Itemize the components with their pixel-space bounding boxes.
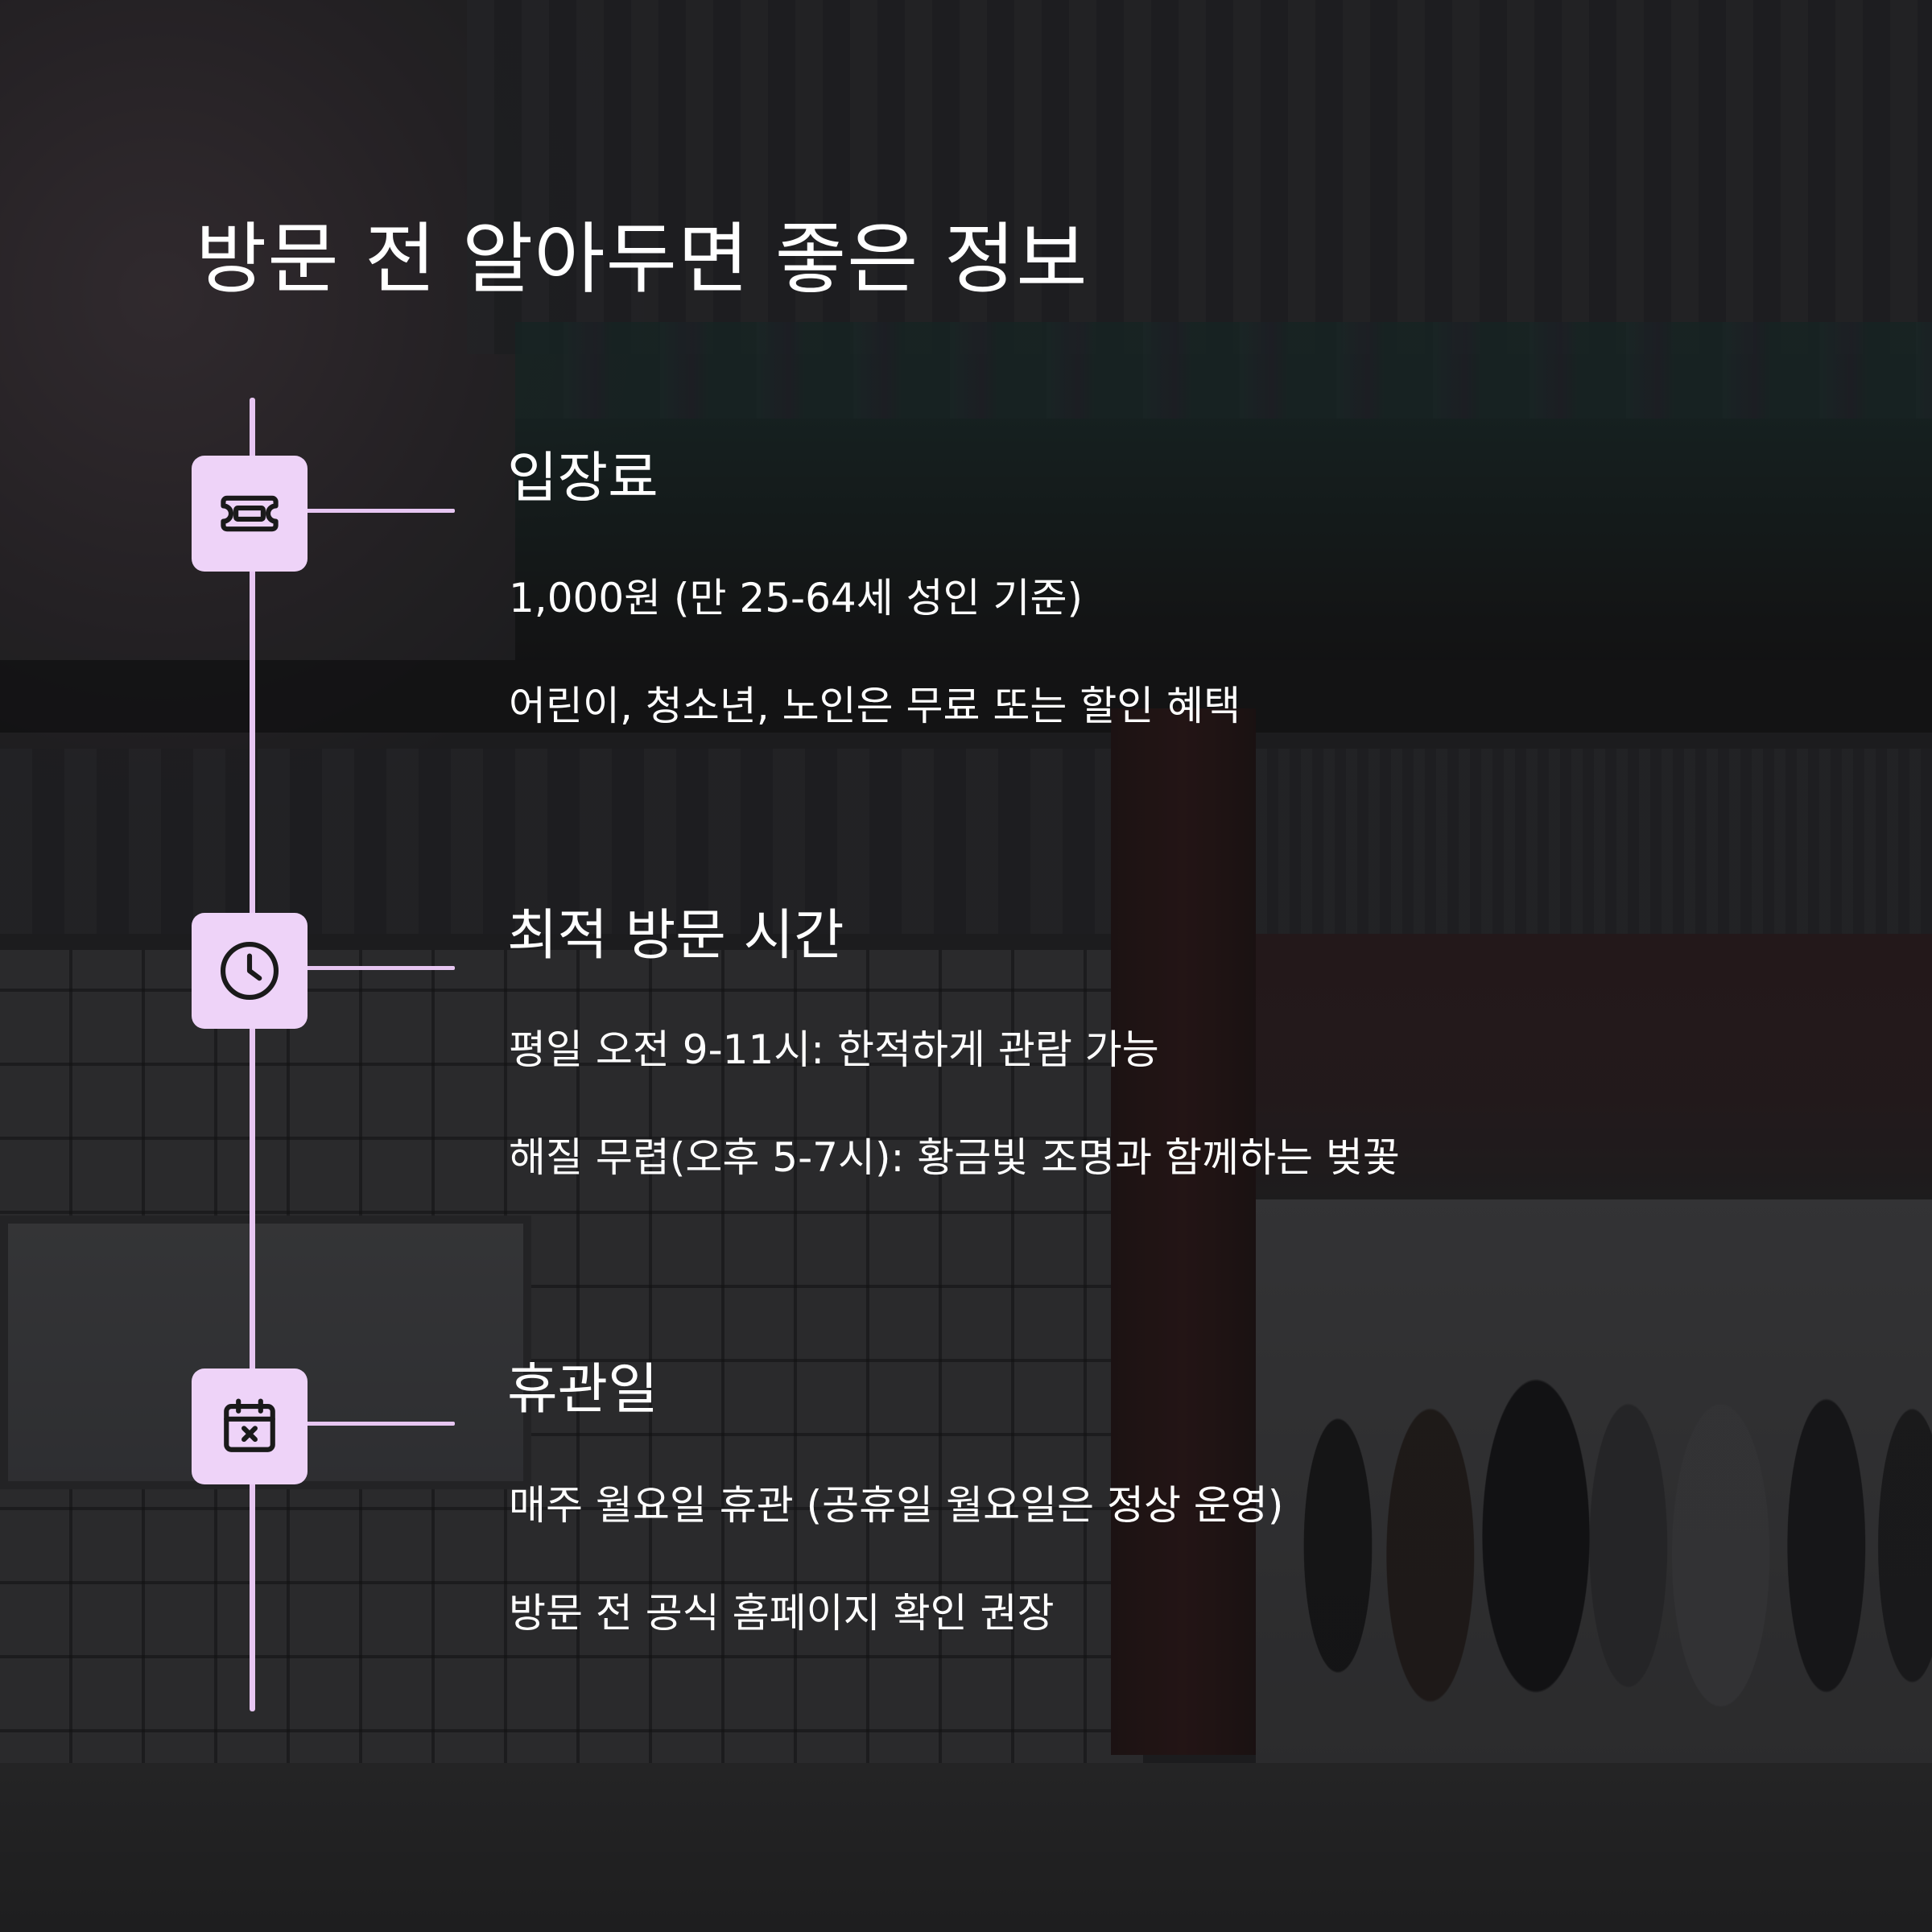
closed-days-detail-line: 방문 전 공식 홈페이지 확인 권장 <box>509 1590 1055 1637</box>
timeline-line <box>250 398 255 1711</box>
clock-icon <box>220 941 279 1001</box>
admission-detail-line: 1,000원 (만 25-64세 성인 기준) <box>509 575 1084 621</box>
ticket-icon <box>221 495 279 532</box>
timeline-connector <box>306 509 455 513</box>
clock-icon-tile <box>192 913 308 1029</box>
best-time-detail-line: 해질 무렵(오후 5-7시): 황금빛 조명과 함께하는 벚꽃 <box>509 1134 1400 1181</box>
calendar-x-icon <box>224 1398 275 1452</box>
section-heading-admission: 입장료 <box>507 447 658 510</box>
admission-detail-line: 어린이, 청소년, 노인은 무료 또는 할인 혜택 <box>509 683 1241 729</box>
best-time-detail-line: 평일 오전 9-11시: 한적하게 관람 가능 <box>509 1026 1159 1073</box>
timeline-connector <box>306 966 455 970</box>
closed-days-detail-line: 매주 월요일 휴관 (공휴일 월요일은 정상 운영) <box>509 1482 1284 1529</box>
page-title: 방문 전 알아두면 좋은 정보 <box>196 214 1088 304</box>
ticket-icon-tile <box>192 456 308 572</box>
section-heading-closed-days: 휴관일 <box>507 1358 658 1422</box>
timeline-connector <box>306 1422 455 1426</box>
calendar-x-icon-tile <box>192 1368 308 1484</box>
section-heading-best-time: 최적 방문 시간 <box>507 904 844 968</box>
